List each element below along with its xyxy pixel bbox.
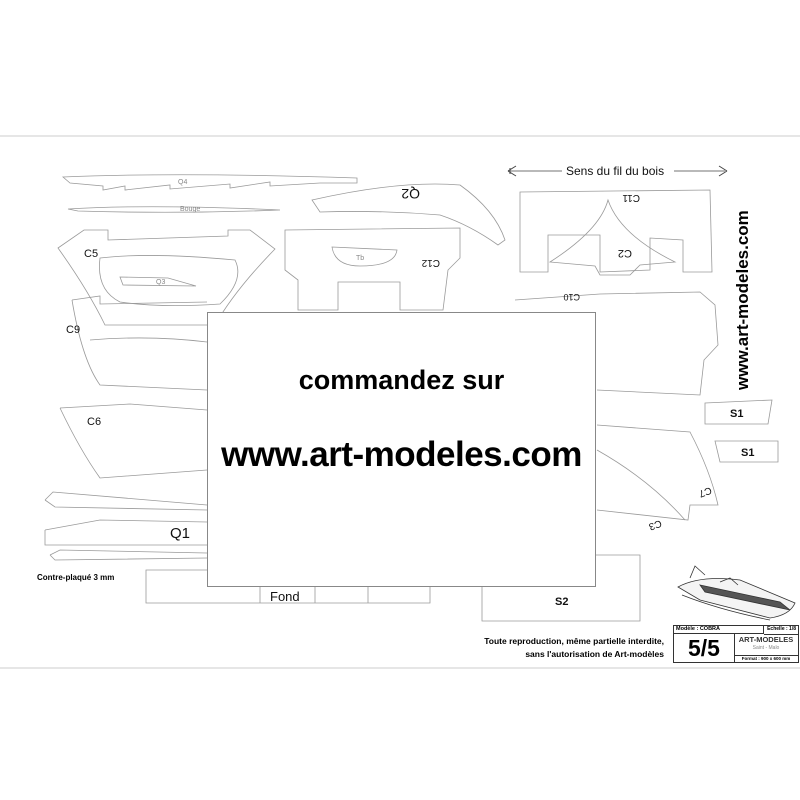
part-q4-label: Q4 — [178, 179, 187, 186]
grain-label: Sens du fil du bois — [566, 164, 664, 178]
part-c9-label: C9 — [66, 324, 80, 336]
grain-arrow: Sens du fil du bois — [507, 162, 728, 178]
scale: Echelle : 1/8 — [764, 626, 798, 635]
part-bouge: Bouge — [67, 206, 281, 213]
part-s1-a-label: S1 — [730, 408, 743, 420]
part-c3-label: C3 — [647, 517, 663, 532]
part-c6: C6 — [59, 403, 208, 479]
part-c11: C11 C2 — [519, 189, 713, 276]
part-fond-label: Fond — [270, 589, 300, 604]
model-name: Modèle : COBRA — [674, 626, 764, 634]
part-tb-label: Tb — [356, 255, 364, 262]
material-note: Contre-plaqué 3 mm — [37, 573, 115, 582]
overlay-line1: commandez sur — [298, 365, 505, 395]
part-q1: Q1 — [44, 491, 208, 561]
part-c5: C5 Q3 — [57, 229, 276, 326]
title-block: Modèle : COBRA Echelle : 1/8 5/5 ART-MOD… — [673, 625, 799, 663]
part-s1-b-label: S1 — [741, 447, 754, 459]
part-c7-label: C7 — [697, 484, 713, 499]
part-c2-label: C2 — [618, 247, 632, 259]
brand-city: Saint - Malo — [752, 645, 780, 651]
copyright-note: Toute reproduction, même partielle inter… — [484, 635, 664, 661]
boat-illustration — [677, 565, 796, 621]
part-c12-label: C12 — [421, 257, 440, 268]
part-c12: Tb C12 — [284, 227, 461, 311]
part-q3-label: Q3 — [156, 279, 165, 286]
order-overlay: commandez sur www.art-modeles.com — [207, 312, 596, 587]
website-vertical-text: www.art-modeles.com — [733, 210, 752, 390]
part-q1-label: Q1 — [170, 525, 190, 542]
part-q2: Q2 — [311, 183, 506, 246]
part-c7: C7 C3 — [596, 424, 719, 532]
overlay-website[interactable]: www.art-modeles.com — [221, 435, 582, 474]
part-c6-label: C6 — [87, 416, 101, 428]
part-bouge-label: Bouge — [180, 206, 200, 213]
brand-logo: ART-MODELES — [738, 635, 794, 644]
page-number: 5/5 — [674, 634, 735, 662]
part-s2-label: S2 — [555, 596, 568, 608]
part-c10-label: C10 — [563, 292, 580, 302]
copyright-line1: Toute reproduction, même partielle inter… — [484, 636, 664, 646]
part-q2-label: Q2 — [401, 186, 420, 202]
part-c5-label: C5 — [84, 248, 98, 260]
format: Format : 900 x 600 mm — [734, 655, 798, 662]
part-c11-label: C11 — [622, 192, 640, 203]
part-c10: C10 — [514, 291, 719, 396]
part-c9: C9 — [66, 295, 208, 391]
copyright-line2: sans l'autorisation de Art-modèles — [525, 649, 664, 659]
part-q4: Q4 — [61, 174, 358, 191]
part-s1-b: S1 — [714, 440, 779, 463]
part-s1-a: S1 — [704, 399, 773, 425]
